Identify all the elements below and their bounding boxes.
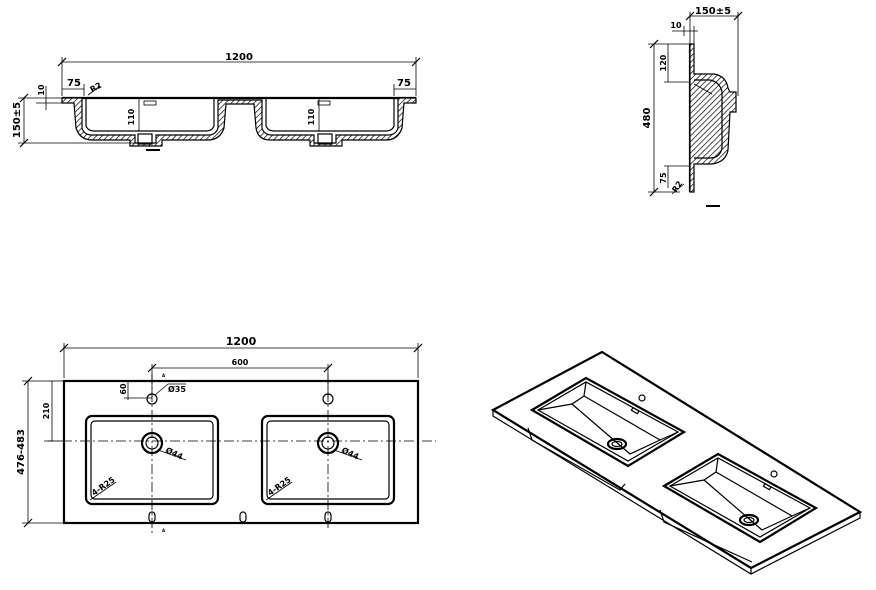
front-height-label: 150±5 <box>12 102 23 138</box>
overflow-slot-left-icon <box>143 100 157 106</box>
front-section-view: 1200 75 75 R2 110 110 10 <box>12 52 421 151</box>
plan-drain-left-label: Ø44 <box>164 445 185 462</box>
iso-countertop-top <box>490 350 863 570</box>
plan-bowl-offset-label: 210 <box>42 402 51 419</box>
tap-hole-left-icon <box>146 393 158 405</box>
iso-tap-hole-left-icon <box>638 394 646 402</box>
front-section-profile <box>61 97 417 147</box>
plan-tap-hole-label: Ø35 <box>168 384 186 394</box>
plan-bowl-left <box>84 414 220 506</box>
front-deck-left-label: 75 <box>67 78 81 89</box>
overflow-slot-right-icon <box>317 100 331 106</box>
side-back-offset-label: 120 <box>659 54 668 71</box>
side-front-offset-label: 75 <box>659 172 668 184</box>
side-section-caption <box>706 205 720 207</box>
front-overall-width-label: 1200 <box>225 52 253 63</box>
iso-drain-left-icon <box>606 437 628 451</box>
plan-countertop-outline <box>62 379 420 525</box>
front-basin-depth-right-label: 110 <box>307 108 316 125</box>
side-top-width-label: 150±5 <box>695 6 731 17</box>
plan-drain-right-label: Ø44 <box>340 445 361 462</box>
plan-tap-spacing-label: 600 <box>232 358 249 367</box>
plan-view: 1200 600 60 Ø35 210 476-483 <box>16 335 436 534</box>
iso-bowl-left <box>529 376 687 468</box>
plan-tap-offset-label: 60 <box>119 383 128 395</box>
plan-overall-width-label: 1200 <box>226 335 257 348</box>
front-basin-depth-left-label: 110 <box>127 108 136 125</box>
drain-left-icon <box>140 431 164 455</box>
plan-depth-range-label: 476-483 <box>16 429 27 475</box>
isometric-view <box>490 350 863 575</box>
plan-bowl-right <box>260 414 396 506</box>
iso-drain-right-icon <box>738 513 760 527</box>
side-deck-thickness-label: 10 <box>670 21 682 30</box>
front-deck-thickness-label: 10 <box>37 84 46 96</box>
plan-corner-left-label: 4-R25 <box>90 475 117 498</box>
drain-right-icon <box>316 431 340 455</box>
side-depth-label: 480 <box>642 108 653 129</box>
plan-section-marker-bottom: A <box>162 528 166 533</box>
side-section-view: 150±5 10 480 120 75 R2 <box>642 6 743 207</box>
plan-corner-right-label: 4-R25 <box>266 475 293 498</box>
front-deck-right-label: 75 <box>397 78 411 89</box>
iso-tap-hole-right-icon <box>770 470 778 478</box>
plan-section-marker-top: A <box>162 373 166 378</box>
iso-bowl-right <box>661 452 819 544</box>
front-radius-label: R2 <box>89 81 104 95</box>
front-section-caption <box>146 149 160 151</box>
tap-hole-right-icon <box>322 393 334 405</box>
side-section-profile <box>689 43 737 193</box>
